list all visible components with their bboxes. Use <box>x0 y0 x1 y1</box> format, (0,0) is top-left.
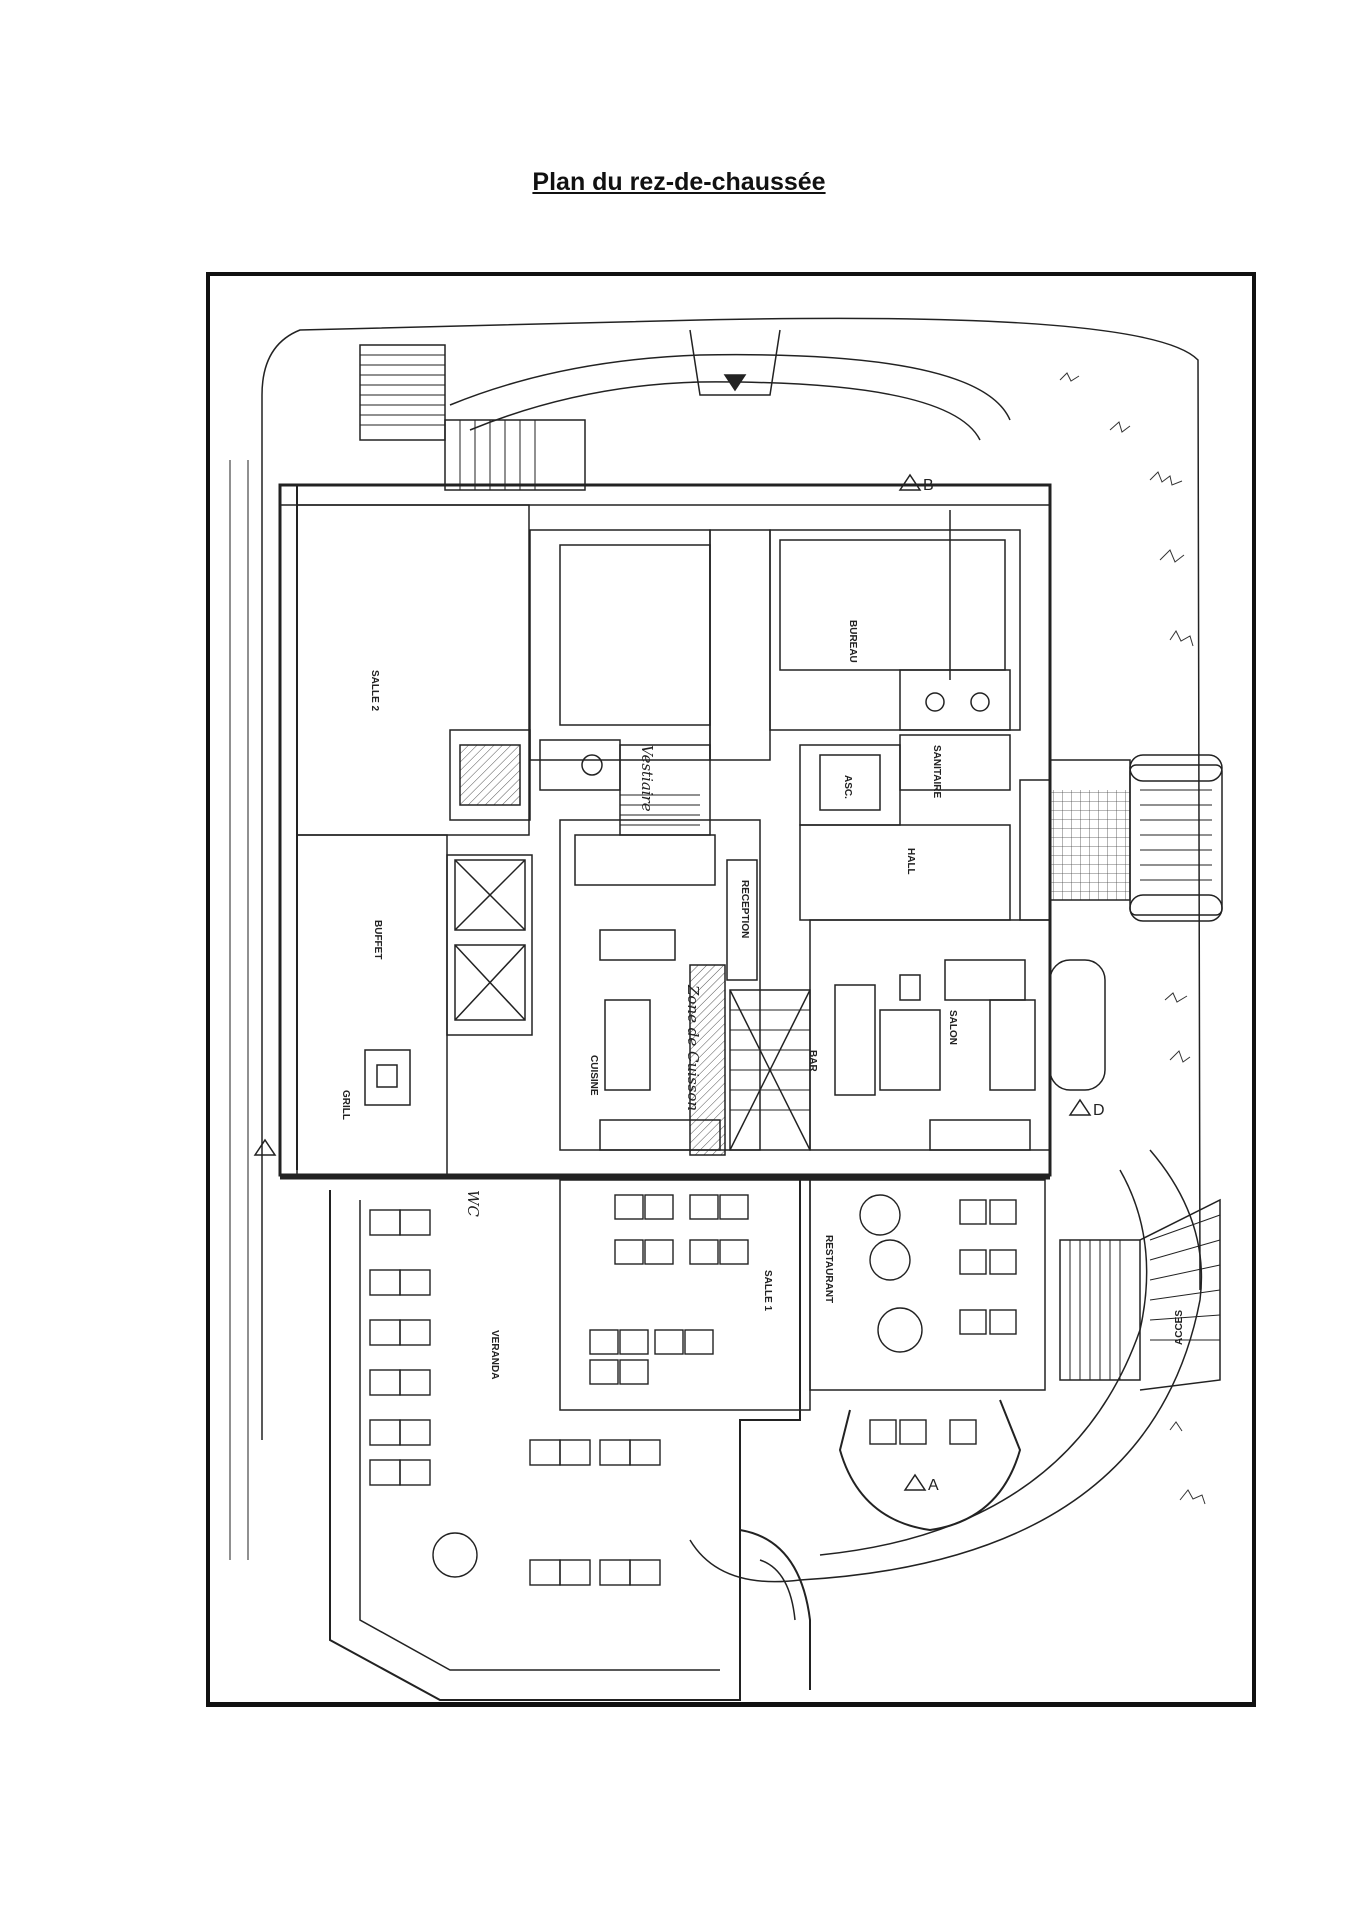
section-a: A <box>928 1477 939 1494</box>
label-bar: BAR <box>807 1050 818 1072</box>
label-hall: HALL <box>905 848 916 875</box>
label-veranda: VERANDA <box>489 1330 500 1379</box>
label-cuisine: CUISINE <box>588 1055 599 1096</box>
label-asc: ASC. <box>842 775 853 799</box>
note-zone-cuisson: Zone de Cuisson <box>684 984 702 1111</box>
label-buffet: BUFFET <box>372 920 383 959</box>
buffet-room <box>296 834 448 1176</box>
restaurant-tables <box>859 1194 1017 1445</box>
label-bureau: BUREAU <box>847 620 858 663</box>
restaurant-room <box>809 1179 1046 1391</box>
note-vestiaire: Vestiaire <box>638 745 656 812</box>
section-letters: B A D <box>923 477 1105 1494</box>
page-title: Plan du rez-de-chaussée <box>532 168 826 196</box>
section-mark-symbols <box>253 473 1092 1491</box>
label-salle2: SALLE 2 <box>369 670 380 712</box>
veranda-outline <box>329 1180 801 1701</box>
entrance-steps <box>1129 764 1223 916</box>
building-outline <box>278 483 1052 1177</box>
section-b: B <box>923 477 934 494</box>
label-reception: RECEPTION <box>739 880 750 938</box>
section-d: D <box>1093 1102 1105 1119</box>
label-grill: GRILL <box>340 1090 351 1120</box>
label-restaurant: RESTAURANT <box>823 1235 834 1303</box>
garden-curve <box>689 1149 1203 1583</box>
handwritten-notes: Vestiaire WC Zone de Cuisson <box>464 745 702 1217</box>
label-acces: ACCES <box>1174 1310 1185 1345</box>
salle1-tables <box>589 1194 749 1385</box>
note-wc: WC <box>464 1190 482 1217</box>
label-salon: SALON <box>947 1010 958 1045</box>
bar-salon-room <box>809 919 1051 1151</box>
vegetation <box>1059 372 1206 1505</box>
top-stair <box>359 344 446 441</box>
garden-curve-inner <box>819 1169 1148 1556</box>
room-labels: SALLE 2 BUFFET GRILL CUISINE BAR SALON B… <box>340 620 1185 1379</box>
driveway-curve-inner <box>469 381 981 441</box>
label-sanitaire: SANITAIRE <box>931 745 942 798</box>
veranda-tables <box>369 1209 661 1586</box>
site-boundary <box>261 317 1201 1440</box>
driveway-curve <box>449 353 1011 421</box>
label-salle1: SALLE 1 <box>762 1270 773 1312</box>
